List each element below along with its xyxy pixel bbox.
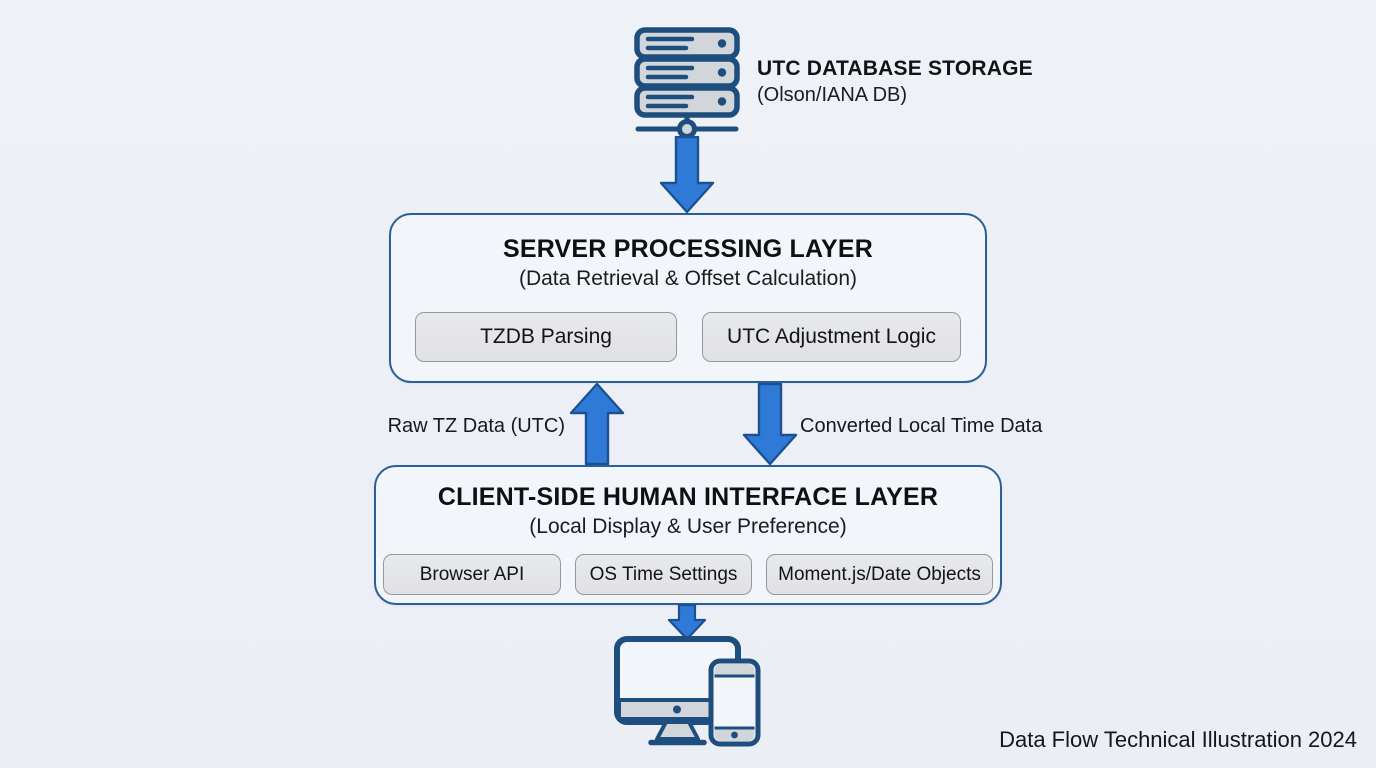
component-browser-api: Browser API [383,554,561,595]
component-os-time-settings: OS Time Settings [575,554,752,595]
server-layer-subtitle: (Data Retrieval & Offset Calculation) [518,267,858,290]
server-stack-icon [630,26,744,140]
arrow-client-to-devices-icon [662,604,712,640]
component-utc-adjustment-logic: UTC Adjustment Logic [702,312,961,362]
client-layer-components: Browser API OS Time Settings Moment.js/D… [376,554,1000,595]
component-tzdb-parsing: TZDB Parsing [415,312,677,362]
footer-caption: Data Flow Technical Illustration 2024 [999,727,1357,752]
database-label-group: UTC DATABASE STORAGE (Olson/IANA DB) [757,55,1033,108]
database-subtitle: (Olson/IANA DB) [757,84,908,106]
database-title: UTC DATABASE STORAGE [757,57,1033,80]
flow-label-raw-tz-data: Raw TZ Data (UTC) [387,415,565,437]
desktop-and-mobile-icon [610,634,765,749]
server-layer-components: TZDB Parsing UTC Adjustment Logic [391,312,985,362]
client-layer-subtitle: (Local Display & User Preference) [529,515,847,538]
component-momentjs-date-objects: Moment.js/Date Objects [766,554,993,595]
client-layer-box: CLIENT-SIDE HUMAN INTERFACE LAYER (Local… [374,465,1002,605]
flow-label-converted-local-time: Converted Local Time Data [800,415,1043,437]
server-layer-box: SERVER PROCESSING LAYER (Data Retrieval … [389,213,987,383]
arrow-client-to-server-icon [560,383,634,465]
client-layer-title: CLIENT-SIDE HUMAN INTERFACE LAYER [437,483,939,511]
arrow-db-to-server-icon [650,136,724,213]
server-layer-title: SERVER PROCESSING LAYER [503,235,873,263]
arrow-server-to-client-icon [733,383,807,465]
